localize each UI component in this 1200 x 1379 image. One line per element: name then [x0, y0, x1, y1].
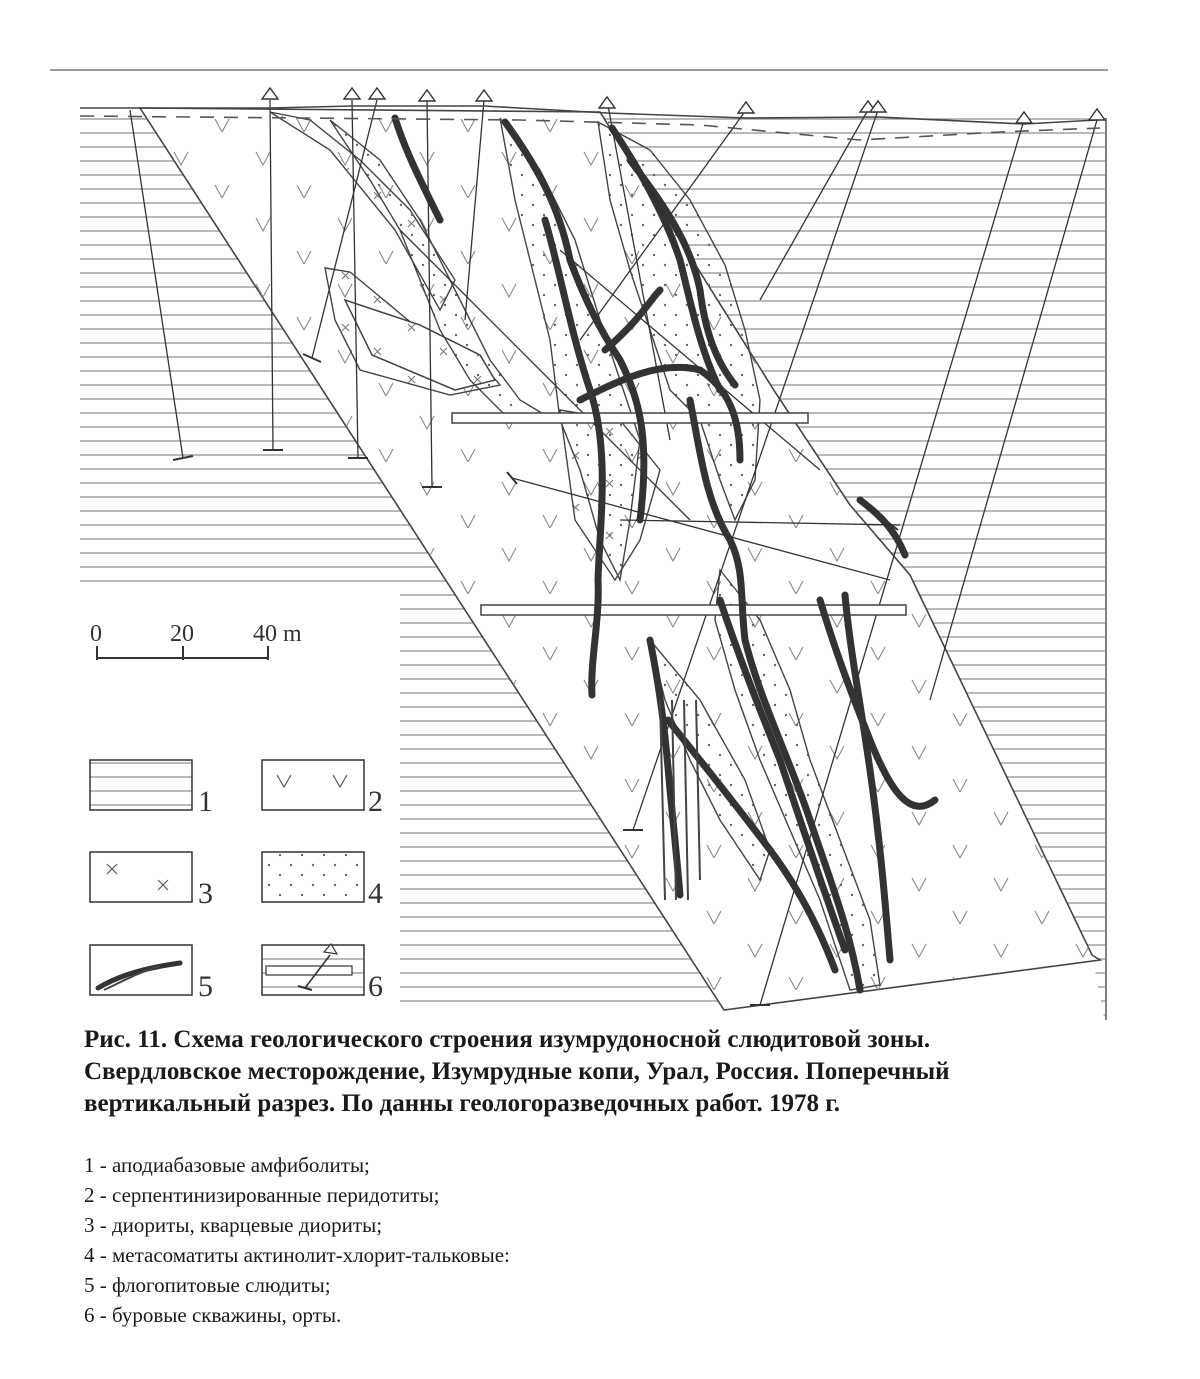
- legend-item-3: 3 - диориты, кварцевые диориты;: [84, 1210, 1084, 1240]
- legend-number-1: 1: [198, 785, 213, 818]
- legend-item-5: 5 - флогопитовые слюдиты;: [84, 1270, 1084, 1300]
- legend-number-6: 6: [368, 970, 383, 1003]
- figure-caption: Рис. 11. Схема геологического строения и…: [84, 1024, 1164, 1120]
- scale-label-40: 40 m: [253, 621, 302, 647]
- legend-number-2: 2: [368, 785, 383, 818]
- legend-number-3: 3: [198, 877, 213, 910]
- legend-item-1: 1 - аподиабазовые амфиболиты;: [84, 1150, 1084, 1180]
- scale-label-20: 20: [170, 621, 194, 647]
- legend-item-4: 4 - метасоматиты актинолит-хлорит-талько…: [84, 1240, 1084, 1270]
- legend-item-2: 2 - серпентинизированные перидотиты;: [84, 1180, 1084, 1210]
- caption-line-2: Свердловское месторождение, Изумрудные к…: [84, 1056, 1164, 1088]
- caption-line-3: вертикальный разрез. По данны геологораз…: [84, 1088, 1164, 1120]
- legend-list: 1 - аподиабазовые амфиболиты; 2 - серпен…: [84, 1150, 1084, 1330]
- legend-number-5: 5: [198, 970, 213, 1003]
- geological-cross-section: 0 20 40 m 1 2 3 4 5 6: [0, 0, 1200, 1020]
- scale-label-0: 0: [90, 621, 102, 647]
- legend-item-6: 6 - буровые скважины, орты.: [84, 1300, 1084, 1330]
- legend-number-4: 4: [368, 877, 383, 910]
- caption-line-1: Рис. 11. Схема геологического строения и…: [84, 1024, 1164, 1056]
